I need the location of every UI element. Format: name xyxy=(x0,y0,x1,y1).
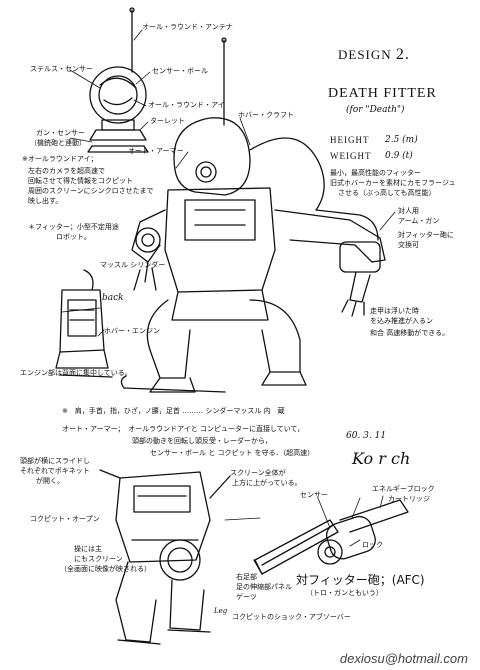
eye-note-2: 回転させて得た情報をコクピット xyxy=(28,177,133,185)
sketch-date: 60. 3. 11 xyxy=(346,431,387,441)
label-sensor: センサー xyxy=(300,491,328,499)
auto-armor-note-3: センサー・ボール と コクピット を守る．（超高速） xyxy=(150,449,315,457)
auto-armor-note-2: 頭部の動きを回転し頭反受・レーダーから， xyxy=(132,437,272,445)
label-auto-armor: オート・アーマー xyxy=(128,147,184,155)
label-leg: Leg xyxy=(214,607,228,615)
cylinder-note: ※ 肩，手首，指，ひざ，ノ腰，足首 ……… シンダーマッスル 内 蔵 xyxy=(62,407,285,415)
email-watermark: dexiosu@hotmail.com xyxy=(339,651,468,666)
seat-note-1: 操には主 xyxy=(74,545,102,553)
mecha-subtitle: (for "Death") xyxy=(346,105,405,115)
mecha-name: DEATH FITTER xyxy=(328,86,437,101)
anti-gun-3: 対フィッター砲に xyxy=(398,231,454,239)
ammo-block-1: エネルギーブロック xyxy=(372,485,435,493)
head-note-3: が開く。 xyxy=(36,477,64,485)
hover-note-2: を込み推進が入るン xyxy=(370,317,433,325)
design-label: DESIGN 2. xyxy=(338,46,410,63)
gun-subtitle: （トロ・ガンともいう） xyxy=(306,589,383,597)
label-gun-sensor-2: （機銃砲と連動） xyxy=(30,139,86,147)
leg-note-2: 足の伸縮部パネル xyxy=(236,583,292,591)
leg-note-3: ゲーツ xyxy=(236,593,257,601)
screen-note-2: 上方に上がっている。 xyxy=(232,479,302,487)
cockpit-open-drawing xyxy=(99,469,231,645)
label-cockpit-open: コクピット・オープン xyxy=(30,515,100,523)
eye-note-3: 周囲のスクリーンにシンクロさせたまで xyxy=(28,187,154,195)
eye-note-1: 左右のカメラを超高速で xyxy=(28,167,105,175)
label-turret: ターレット xyxy=(150,117,185,125)
eye-note-title: ※オールラウンドアイ； xyxy=(22,155,98,163)
label-gun-sensor: ガン・センサー xyxy=(36,129,85,137)
screen-note-1: スクリーン全体が xyxy=(230,469,286,477)
design-number: 2. xyxy=(395,46,410,63)
hover-note-1: 走甲は浮いた時 xyxy=(370,307,419,315)
label-hover-craft: ホバー・クラフト xyxy=(238,111,294,119)
sensor-head-drawing xyxy=(87,7,149,153)
hover-note-3: 和合 高速移動ができる。 xyxy=(370,329,450,337)
weight-value: 0.9 (t) xyxy=(385,151,413,161)
seat-note-2: にもスクリーン xyxy=(74,555,123,563)
height-value: 2.5 (m) xyxy=(385,135,418,145)
anti-gun-1: 対人用 xyxy=(398,207,419,215)
label-antenna: オール・ラウンド・アンテナ xyxy=(142,23,233,31)
label-hover-engine: ホバー・エンジン xyxy=(104,327,160,335)
back-view-drawing xyxy=(55,269,113,378)
label-stealth-sensor: ステルス・センサー xyxy=(30,65,93,73)
height-label: HEIGHT xyxy=(330,135,370,145)
auto-armor-note-1: オート・アーマー； オールラウンドアイと コンピューターに直接していて， xyxy=(62,425,305,433)
anti-gun-2: アーム・ガン xyxy=(398,217,440,225)
ammo-block-2: カートリッジ xyxy=(388,495,430,503)
leg-note-1: 右足部 xyxy=(236,573,257,581)
anti-gun-4: 交換可 xyxy=(398,241,419,249)
spec-line-2: 旧式ホバーカーを素材にカモフラージュ xyxy=(330,179,456,187)
label-back: back xyxy=(102,293,124,303)
label-lock: ロック xyxy=(362,541,383,549)
gun-title: 対フィッター砲；(AFC) xyxy=(296,573,425,587)
head-note-1: 頭部が横にスライドし xyxy=(20,457,90,465)
artist-signature: Ko r ch xyxy=(352,449,411,468)
engine-note: エンジン部は背面に集中している。 xyxy=(20,369,132,377)
weight-label: WEIGHT xyxy=(330,151,372,161)
seat-note-3: （全画面に映像が映される） xyxy=(60,565,151,573)
label-muscle-cylinder: マッスル シリンダー xyxy=(100,261,166,269)
fitter-note-1: ＊フィッター；小型不定用途 xyxy=(28,223,119,231)
label-sensor-ball: センサー・ボール xyxy=(152,67,208,75)
fitter-note-2: ロボット。 xyxy=(56,233,91,241)
afc-gun-drawing xyxy=(253,499,409,575)
spec-line-3: させる（ぶっ高しても高性能） xyxy=(338,189,436,197)
shock-absorber-note: コクピットのショック・アブソーバー xyxy=(232,613,351,621)
eye-note-4: 映し出す。 xyxy=(28,197,63,205)
leader-lines xyxy=(61,29,396,547)
death-fitter-main-drawing xyxy=(120,37,386,393)
spec-line-1: 最小，最高性能のフィッター xyxy=(330,169,421,177)
label-all-round-eye: オール・ラウンド・アイ xyxy=(148,101,225,109)
head-note-2: それぞれでポキネット xyxy=(20,467,90,475)
